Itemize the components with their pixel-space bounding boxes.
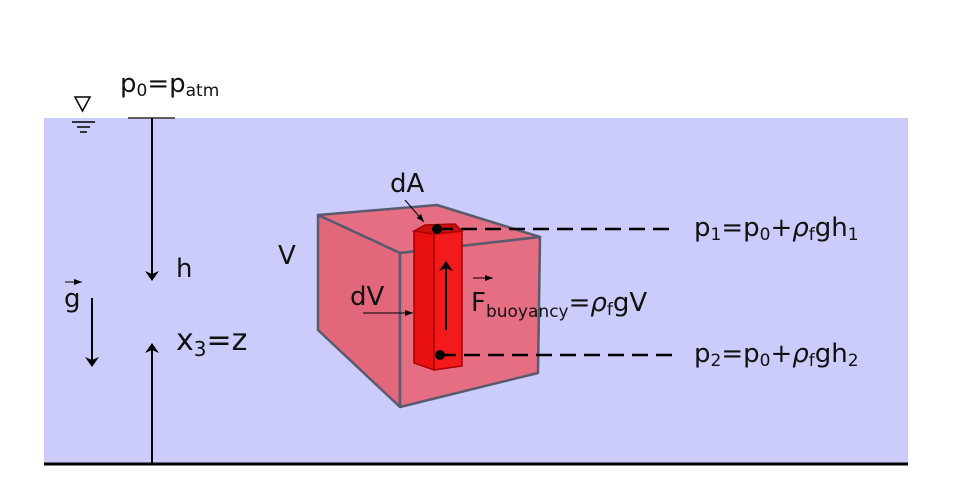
V-label: V xyxy=(278,241,296,271)
buoyancy-formula: Fbuoyancy=ρfgV xyxy=(471,288,647,322)
dV-label: dV xyxy=(350,282,385,312)
dA-label: dA xyxy=(390,169,425,199)
p0-label: p0=patm xyxy=(120,69,219,101)
g-label: g xyxy=(64,284,81,314)
h-label: h xyxy=(176,254,192,284)
dA-pointer xyxy=(404,199,425,223)
x3-label: x3=z xyxy=(176,323,247,361)
p2-formula: p2=p0+ρfgh2 xyxy=(694,339,859,371)
p1-formula: p1=p0+ρfgh1 xyxy=(694,213,859,245)
free-surface-icon xyxy=(72,96,95,133)
fluid-column xyxy=(411,223,464,372)
